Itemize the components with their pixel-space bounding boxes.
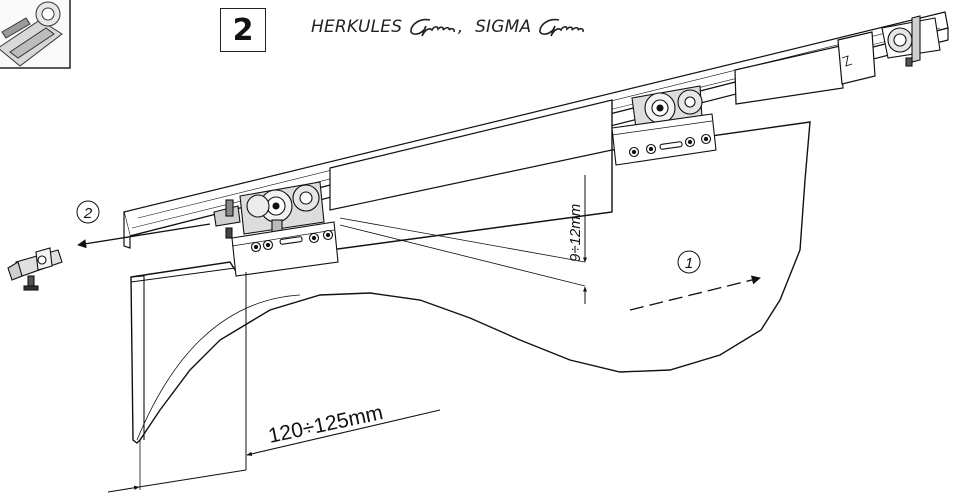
aluminum-rail — [123, 11, 949, 249]
callout-2-circle — [76, 200, 100, 224]
vertical-gap-label: 9÷12mm — [567, 204, 584, 262]
glass-script-logo — [410, 18, 455, 37]
callout-1-label: 1 — [685, 255, 693, 272]
product-herkules: HERKULES — [311, 17, 403, 37]
right-roller-carriage — [611, 85, 717, 166]
installation-thumbnail-icon — [0, 0, 71, 69]
vertical-gap-dimension — [339, 175, 587, 304]
glass-script-logo — [539, 18, 584, 37]
title-separator: , — [457, 17, 464, 37]
rail-end-stop — [881, 15, 941, 67]
end-stop-part — [7, 247, 63, 291]
page-title: HERKULES , SIGMA — [311, 16, 587, 38]
horizontal-offset-dimension — [107, 272, 441, 493]
glass-panel — [130, 121, 811, 444]
step-number: 2 — [220, 8, 266, 52]
left-roller-carriage — [213, 181, 339, 277]
product-sigma: SIGMA — [475, 17, 532, 37]
callout-1-circle — [677, 250, 701, 274]
slide-direction-arrow — [629, 275, 761, 311]
callout-2-label: 2 — [83, 205, 93, 222]
removal-arrow — [77, 223, 211, 249]
horizontal-offset-label: 120÷125mm — [266, 401, 385, 448]
